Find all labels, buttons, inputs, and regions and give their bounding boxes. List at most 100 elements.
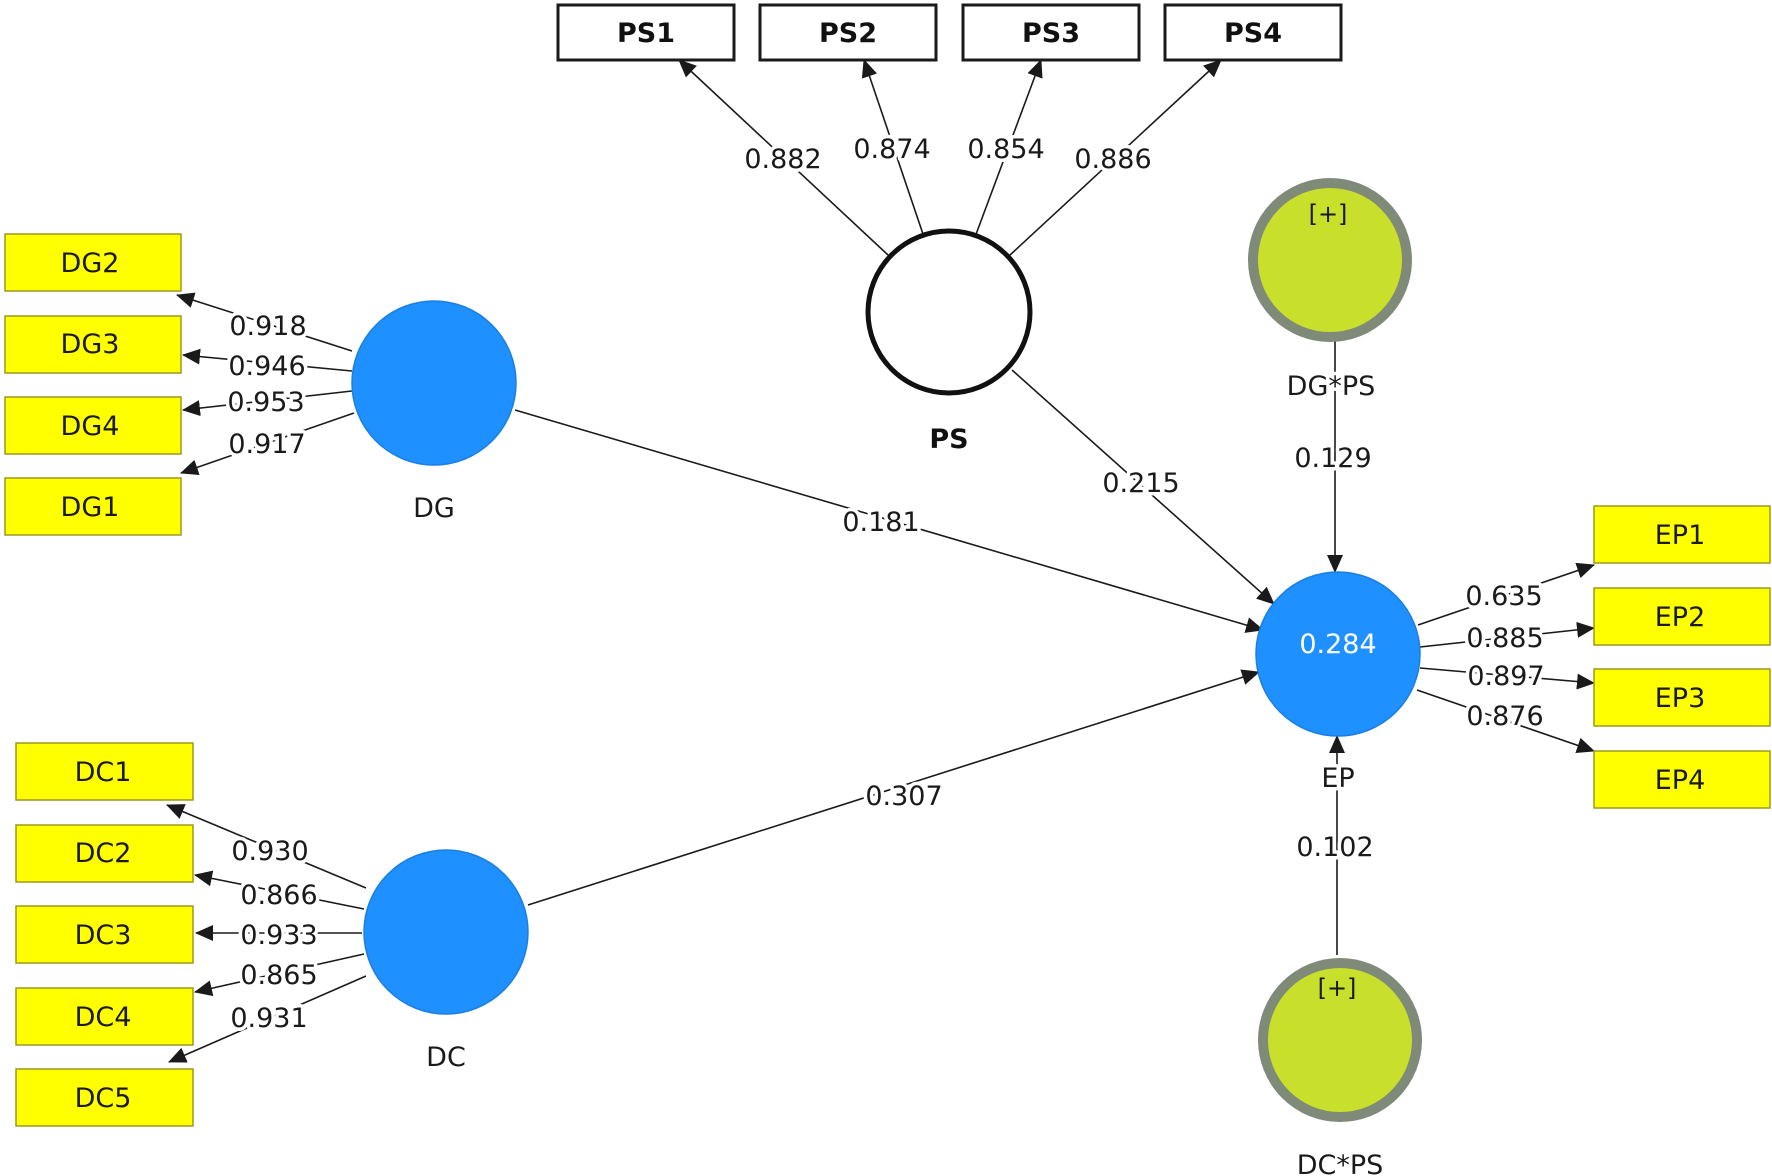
loading-label-ep2: 0.885 (1466, 623, 1543, 654)
expand-icon[interactable]: [+] (1318, 974, 1357, 1002)
indicator-ps3[interactable]: PS3 (961, 3, 1141, 62)
indicator-ep2-label: EP2 (1655, 602, 1706, 633)
construct-ep-r-squared: 0.284 (1299, 629, 1376, 660)
construct-dg[interactable]: DG (351, 300, 517, 524)
construct-dc-label: DC (426, 1042, 466, 1073)
indicator-dc4[interactable]: DC4 (15, 987, 194, 1046)
loading-label-dc5: 0.931 (230, 1003, 307, 1034)
path-labels: 0.181 0.307 0.215 0.129 0.102 (839, 440, 1377, 867)
construct-ep-circle (1255, 571, 1421, 737)
indicator-dc4-label: DC4 (75, 1002, 132, 1033)
loading-label-ps3: 0.854 (967, 134, 1044, 165)
construct-dg-x-ps-label: DG*PS (1287, 371, 1376, 402)
construct-dg-x-ps[interactable]: [+] DG*PS (1248, 178, 1412, 406)
loading-label-ep3: 0.897 (1467, 661, 1544, 692)
loading-label-dg3: 0.946 (228, 351, 305, 382)
indicator-dg3[interactable]: DG3 (4, 315, 182, 374)
loading-arrow-dg4 (182, 390, 353, 417)
indicator-ep4[interactable]: EP4 (1593, 750, 1771, 809)
loading-label-dc4: 0.865 (240, 960, 317, 991)
indicator-ep2[interactable]: EP2 (1593, 587, 1771, 646)
loading-arrow-ps4 (1009, 59, 1222, 256)
expand-icon[interactable]: [+] (1309, 200, 1348, 228)
loading-arrow-ps1 (678, 59, 889, 256)
path-coef-ps-ep: 0.215 (1102, 468, 1179, 499)
indicator-dc3[interactable]: DC3 (15, 905, 194, 964)
construct-dc[interactable]: DC (363, 849, 529, 1073)
indicator-ps4[interactable]: PS4 (1163, 3, 1343, 62)
loading-label-dg2: 0.918 (229, 311, 306, 342)
indicator-dc5-label: DC5 (75, 1083, 132, 1114)
construct-ps[interactable]: PS (865, 228, 1033, 455)
loading-arrow-dg3 (182, 348, 353, 372)
construct-dc-x-ps-label: DC*PS (1297, 1150, 1384, 1176)
construct-ps-circle (865, 228, 1033, 396)
loading-arrow-dc2 (194, 870, 365, 910)
loading-label-ps1: 0.882 (744, 144, 821, 175)
loading-label-dc1: 0.930 (231, 836, 308, 867)
loading-arrow-ep4 (1416, 689, 1595, 754)
indicator-ep4-label: EP4 (1655, 765, 1706, 796)
loading-arrow-dg2 (176, 292, 353, 352)
loading-arrow-dc1 (166, 804, 367, 889)
loading-label-dg1: 0.917 (228, 429, 305, 460)
loading-labels: 0.918 0.946 0.953 0.917 0.930 0.866 0.93… (224, 131, 1548, 1038)
indicator-ep3-label: EP3 (1655, 683, 1706, 714)
construct-dg-circle (351, 300, 517, 466)
loading-label-dc2: 0.866 (240, 880, 317, 911)
indicator-dc5[interactable]: DC5 (15, 1068, 194, 1127)
loading-arrow-ep1 (1417, 562, 1595, 626)
loading-label-ep1: 0.635 (1465, 581, 1542, 612)
indicator-dc1-label: DC1 (75, 757, 132, 788)
path-coef-dg-ep: 0.181 (842, 507, 919, 538)
indicator-ps3-label: PS3 (1022, 18, 1080, 49)
loading-label-ep4: 0.876 (1466, 701, 1543, 732)
indicator-dg2[interactable]: DG2 (4, 233, 182, 292)
construct-ep[interactable]: 0.284 EP (1255, 571, 1421, 798)
indicator-dg2-label: DG2 (61, 248, 120, 279)
indicator-ps1[interactable]: PS1 (556, 3, 736, 62)
loading-arrow-dg1 (180, 412, 355, 475)
construct-ps-label: PS (929, 424, 968, 455)
path-arrow-dc-ep (527, 669, 1260, 906)
indicator-dc1[interactable]: DC1 (15, 742, 194, 801)
indicator-ps4-label: PS4 (1224, 18, 1282, 49)
connection-lines (166, 59, 1595, 1063)
indicator-dg4[interactable]: DG4 (4, 396, 182, 455)
loading-label-ps2: 0.874 (853, 134, 930, 165)
loading-arrow-ep3 (1419, 667, 1595, 690)
construct-dg-x-ps-circle (1248, 178, 1412, 342)
loading-arrow-ps3 (974, 59, 1043, 238)
loading-arrow-dc4 (194, 953, 365, 997)
indicator-ps2-label: PS2 (819, 18, 877, 49)
path-arrow-ps-ep (1011, 369, 1275, 605)
indicator-dg3-label: DG3 (61, 329, 120, 360)
path-coef-dgxps-ep: 0.129 (1294, 443, 1371, 474)
indicator-dc2[interactable]: DC2 (15, 824, 194, 883)
construct-dc-x-ps-circle (1258, 958, 1422, 1122)
loading-arrow-ep2 (1419, 621, 1595, 648)
path-coef-dc-ep: 0.307 (865, 781, 942, 812)
indicator-dg1[interactable]: DG1 (4, 477, 182, 536)
construct-dg-label: DG (413, 493, 455, 524)
construct-ep-label: EP (1321, 763, 1354, 794)
loading-label-dg4: 0.953 (227, 387, 304, 418)
loading-arrow-dc5 (168, 975, 367, 1063)
construct-dc-circle (363, 849, 529, 1015)
indicator-ep1[interactable]: EP1 (1593, 505, 1771, 564)
indicator-ep1-label: EP1 (1655, 520, 1706, 551)
path-coef-dcxps-ep: 0.102 (1296, 832, 1373, 863)
indicator-dg4-label: DG4 (61, 411, 120, 442)
indicator-ps2[interactable]: PS2 (758, 3, 938, 62)
indicator-ps1-label: PS1 (617, 18, 675, 49)
loading-arrow-ps2 (861, 59, 925, 238)
indicator-dg1-label: DG1 (61, 492, 120, 523)
indicator-dc3-label: DC3 (75, 920, 132, 951)
indicator-dc2-label: DC2 (75, 838, 132, 869)
loading-label-dc3: 0.933 (240, 920, 317, 951)
loading-label-ps4: 0.886 (1074, 144, 1151, 175)
path-arrow-dg-ep (514, 409, 1264, 633)
construct-dc-x-ps[interactable]: [+] DC*PS (1258, 958, 1422, 1176)
indicator-ep3[interactable]: EP3 (1593, 668, 1771, 727)
